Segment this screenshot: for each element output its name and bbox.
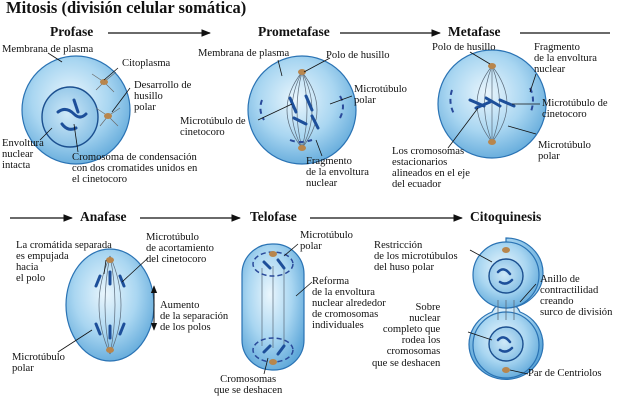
profase-cell bbox=[21, 55, 131, 165]
label-metafase-polo: Polo de husillo bbox=[432, 42, 496, 53]
leader-lines bbox=[39, 51, 540, 375]
label-metafase-microtubulo-polar: Microtúbulo polar bbox=[538, 140, 591, 163]
phase-profase: Profase bbox=[50, 24, 94, 39]
diagram-title: Mitosis (división celular somática) bbox=[6, 0, 247, 17]
label-profase-cromosoma: Cromosoma de condensación con dos cromat… bbox=[72, 152, 198, 186]
label-metafase-fragmento: Fragmento de la envoltura nuclear bbox=[534, 42, 597, 76]
citoquinesis-cells bbox=[468, 237, 544, 380]
label-citoquinesis-anillo: Anillo de contractilidad creando surco d… bbox=[540, 274, 613, 319]
label-metafase-microtubulo-cinetocoro: Microtúbulo de cinetocoro bbox=[542, 98, 608, 121]
label-citoquinesis-par: Par de Centriolos bbox=[528, 368, 602, 379]
label-telofase-microtubulo-polar: Microtúbulo polar bbox=[300, 230, 353, 253]
label-profase-citoplasma: Citoplasma bbox=[122, 58, 171, 69]
label-anafase-microtubulo-polar: Microtúbulo polar bbox=[12, 352, 65, 375]
phase-arrows bbox=[10, 29, 610, 222]
phase-telofase: Telofase bbox=[250, 209, 297, 224]
label-profase-desarrollo: Desarrollo de husillo polar bbox=[134, 80, 192, 114]
label-citoquinesis-sobre: Sobre nuclear completo que rodea los cro… bbox=[372, 302, 441, 369]
label-anafase-aumento: Aumento de la separación de los polos bbox=[160, 300, 229, 334]
phase-metafase: Metafase bbox=[448, 24, 501, 39]
label-profase-membrana: Membrana de plasma bbox=[2, 44, 94, 55]
phase-citoquinesis: Citoquinesis bbox=[470, 209, 542, 224]
label-prometafase-fragmento: Fragmento de la envoltura nuclear bbox=[306, 156, 369, 190]
label-prometafase-microtubulo-cinetocoro: Microtúbulo de cinetocoro bbox=[180, 116, 246, 139]
label-telofase-reforma: Reforma de la envoltura nuclear alrededo… bbox=[312, 276, 386, 332]
label-prometafase-microtubulo-polar: Microtúbulo polar bbox=[354, 84, 407, 107]
label-prometafase-polo: Polo de husillo bbox=[326, 50, 390, 61]
label-anafase-cromatida: La cromátida separada es empujada hacia … bbox=[16, 240, 112, 285]
metafase-cell bbox=[437, 49, 547, 159]
label-citoquinesis-restriccion: Restricción de los microtúbulos del huso… bbox=[374, 240, 458, 274]
phase-anafase: Anafase bbox=[80, 209, 127, 224]
phase-prometafase: Prometafase bbox=[258, 24, 330, 39]
label-metafase-cromosomas: Los cromosomas estacionarios alineados e… bbox=[392, 146, 470, 191]
label-prometafase-membrana: Membrana de plasma bbox=[198, 48, 290, 59]
label-anafase-acortamiento: Microtúbulo de acortamiento del cinetoco… bbox=[146, 232, 214, 266]
telofase-cell bbox=[241, 243, 305, 371]
prometafase-cell bbox=[247, 55, 357, 165]
label-telofase-cromosomas: Cromosomas que se deshacen bbox=[214, 374, 283, 397]
label-profase-envoltura: Envoltura nuclear intacta bbox=[2, 138, 44, 172]
